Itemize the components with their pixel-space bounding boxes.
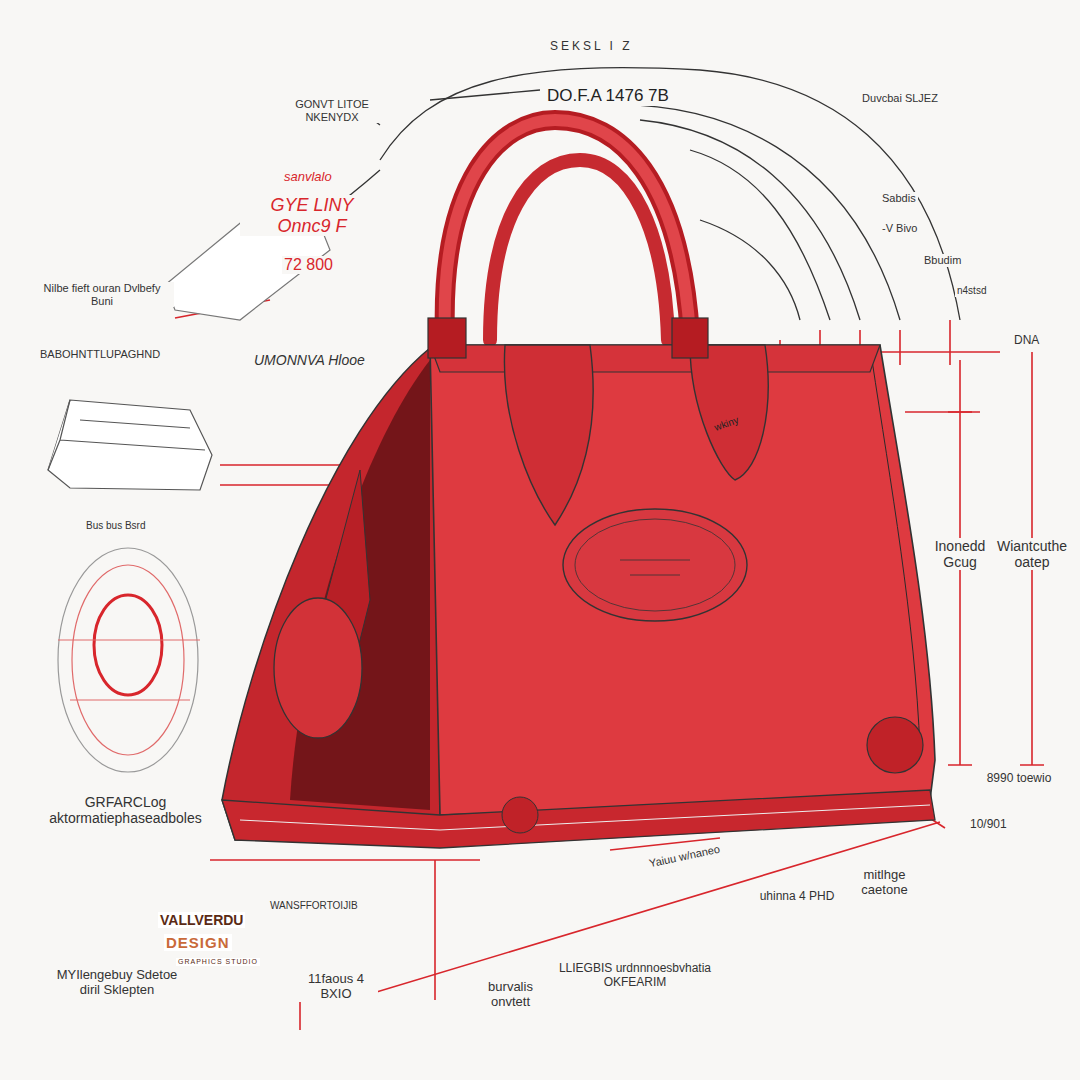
watermark-text: VALLVERDU: [158, 912, 245, 928]
annotation-label: 8990 toewio: [972, 772, 1066, 786]
annotation-label: Bbudim: [922, 254, 963, 267]
annotation-label: Nilbe fieft ouran Dvlbefy Buni: [30, 282, 174, 307]
annotation-label: BABOHNTTLUPAGHND: [38, 348, 162, 361]
annotation-label: 10/901: [968, 818, 1009, 832]
annotation-label: n4stsd: [955, 285, 988, 297]
annotation-label: 72 800: [282, 256, 335, 274]
annotation-label: -V Bivo: [880, 222, 919, 235]
annotation-label: Sabdis: [880, 192, 918, 205]
annotation-label: WANSFFORTOIJIB: [268, 900, 360, 912]
annotation-label: Duvcbai SLJEZ: [848, 92, 952, 105]
watermark-text: DESIGN: [164, 934, 232, 951]
watermark-text: GRAPHICS STUDIO: [176, 958, 260, 966]
annotation-label: UMONNVA Hlooe: [252, 352, 367, 368]
annotation-label: Bus bus Bsrd: [84, 520, 147, 532]
annotation-label: GYE LINY Onnc9 F: [240, 195, 384, 236]
annotation-label: mitlhge caetone: [840, 868, 929, 898]
annotation-label: burvalis onvtett: [466, 980, 555, 1010]
annotation-label: GRFARCLog aktormatiephaseadboles: [36, 794, 215, 826]
annotation-label: sanvlalo: [282, 170, 334, 185]
annotation-label: GONVT LITOE NKENYDX: [270, 98, 394, 123]
annotation-label: DO.F.A 1476 7B: [545, 86, 671, 106]
annotation-label: SEKSL I Z: [548, 40, 635, 54]
annotation-label: uhinna 4 PHD: [755, 890, 839, 904]
annotation-label: MYIlengebuy Sdetoe diril Sklepten: [50, 968, 184, 998]
annotation-label: LLIEGBIS urdnnnoesbvhatia OKFEARIM: [548, 962, 722, 990]
annotation-label: DNA: [1012, 334, 1041, 348]
annotation-label: Yaiuu w/naneo: [646, 842, 723, 870]
annotation-label: Wiantcuthe oatep: [990, 538, 1074, 570]
annotation-label: 11faous 4 BXIO: [294, 972, 378, 1002]
